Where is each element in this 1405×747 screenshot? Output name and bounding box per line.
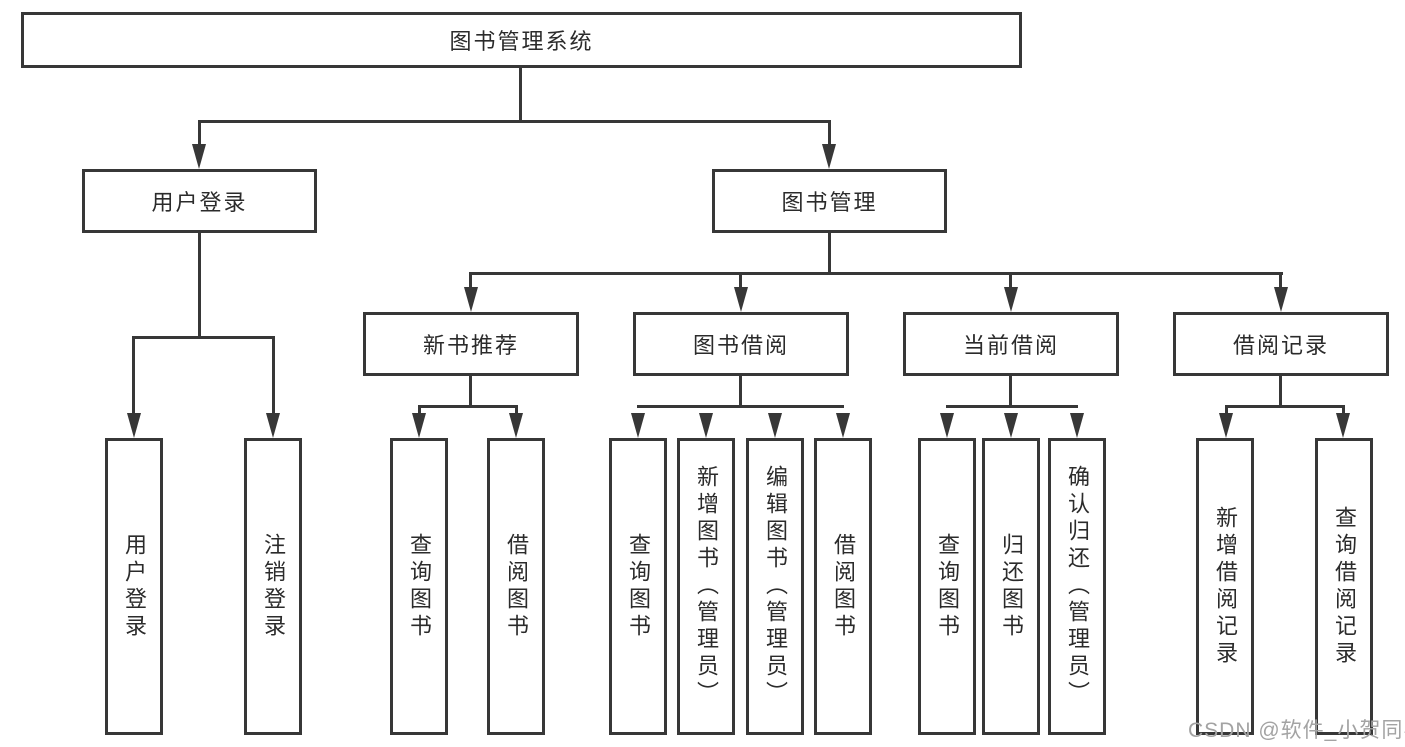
leaf-confirm-return-admin: 确认归还（管理员） (1048, 438, 1106, 735)
connector-line (1009, 376, 1012, 408)
arrow-down-icon (822, 144, 836, 169)
leaf-label: 确认归还（管理员） (1065, 465, 1090, 708)
arrow-down-icon (836, 413, 850, 438)
arrow-down-icon (1070, 413, 1084, 438)
arrow-down-icon (1274, 287, 1288, 312)
node-book-borrow-label: 图书借阅 (692, 333, 789, 358)
connector-line (198, 233, 201, 339)
leaf-query-borrow-record: 查询借阅记录 (1315, 438, 1373, 735)
arrow-down-icon (464, 287, 478, 312)
connector-line (132, 336, 275, 339)
leaf-label: 编辑图书（管理员） (763, 465, 788, 708)
connector-line (946, 405, 1078, 408)
connector-line (418, 405, 421, 417)
connector-line (418, 405, 518, 408)
connector-line (469, 376, 472, 408)
node-new-book-recommend-label: 新书推荐 (422, 333, 519, 358)
arrow-down-icon (1004, 413, 1018, 438)
watermark: CSDN @软件_小贺同学 (1188, 719, 1405, 742)
node-user-login-label: 用户登录 (151, 190, 248, 215)
leaf-label: 查询图书 (935, 532, 960, 641)
node-book-management-label: 图书管理 (781, 190, 878, 215)
node-root: 图书管理系统 (21, 12, 1022, 68)
connector-line (1279, 272, 1282, 290)
arrow-down-icon (192, 144, 206, 169)
arrow-down-icon (734, 287, 748, 312)
arrow-down-icon (1004, 287, 1018, 312)
leaf-label: 借阅图书 (831, 532, 856, 641)
connector-line (132, 336, 135, 416)
leaf-return-books: 归还图书 (982, 438, 1040, 735)
arrow-down-icon (699, 413, 713, 438)
leaf-borrow-books: 借阅图书 (814, 438, 872, 735)
leaf-logout: 注销登录 (244, 438, 302, 735)
leaf-label: 归还图书 (999, 532, 1024, 641)
leaf-add-borrow-record: 新增借阅记录 (1196, 438, 1254, 735)
leaf-query-books-recommend: 查询图书 (390, 438, 448, 735)
node-root-label: 图书管理系统 (449, 29, 594, 54)
leaf-borrow-books-recommend: 借阅图书 (487, 438, 545, 735)
leaf-label: 新增图书（管理员） (694, 465, 719, 708)
leaf-label: 新增借阅记录 (1213, 505, 1238, 668)
arrow-down-icon (1219, 413, 1233, 438)
connector-line (1009, 272, 1012, 290)
leaf-label: 借阅图书 (504, 532, 529, 641)
connector-line (828, 233, 831, 275)
leaf-label: 查询借阅记录 (1332, 505, 1357, 668)
connector-line (637, 405, 844, 408)
connector-line (272, 336, 275, 416)
arrow-down-icon (940, 413, 954, 438)
connector-line (198, 120, 201, 148)
leaf-query-books-borrow: 查询图书 (609, 438, 667, 735)
leaf-edit-books-admin: 编辑图书（管理员） (746, 438, 804, 735)
arrow-down-icon (509, 413, 523, 438)
connector-line (739, 272, 742, 290)
arrow-down-icon (412, 413, 426, 438)
leaf-label: 查询图书 (626, 532, 651, 641)
node-current-borrow-label: 当前借阅 (962, 333, 1059, 358)
connector-line (1225, 405, 1228, 417)
connector-line (519, 68, 522, 120)
connector-line (469, 272, 472, 290)
connector-line (828, 120, 831, 148)
connector-line (198, 120, 831, 123)
connector-line (515, 405, 518, 417)
leaf-user-login: 用户登录 (105, 438, 163, 735)
node-borrow-records: 借阅记录 (1173, 312, 1389, 376)
node-borrow-records-label: 借阅记录 (1232, 333, 1329, 358)
arrow-down-icon (768, 413, 782, 438)
leaf-query-books-current: 查询图书 (918, 438, 976, 735)
arrow-down-icon (1336, 413, 1350, 438)
arrow-down-icon (631, 413, 645, 438)
leaf-label: 注销登录 (261, 532, 286, 641)
arrow-down-icon (266, 413, 280, 438)
connector-line (1279, 376, 1282, 408)
node-book-management: 图书管理 (712, 169, 947, 233)
connector-line (469, 272, 1283, 275)
node-book-borrow: 图书借阅 (633, 312, 849, 376)
connector-line (739, 376, 742, 408)
leaf-label: 用户登录 (122, 532, 147, 641)
node-new-book-recommend: 新书推荐 (363, 312, 579, 376)
connector-line (1342, 405, 1345, 417)
node-current-borrow: 当前借阅 (903, 312, 1119, 376)
node-user-login: 用户登录 (82, 169, 317, 233)
arrow-down-icon (127, 413, 141, 438)
leaf-label: 查询图书 (407, 532, 432, 641)
leaf-add-books-admin: 新增图书（管理员） (677, 438, 735, 735)
connector-line (1225, 405, 1345, 408)
